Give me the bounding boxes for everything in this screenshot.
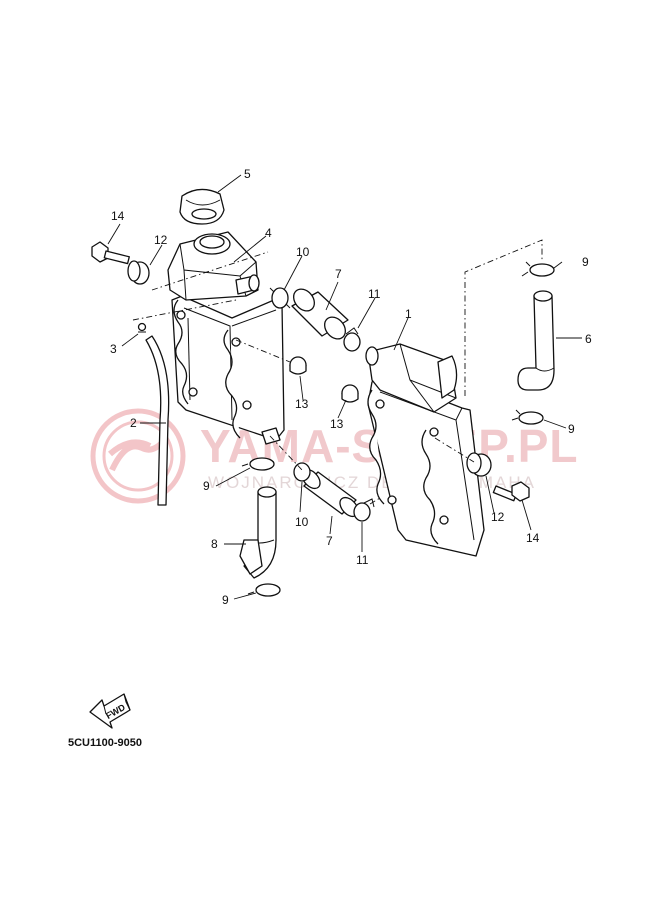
watermark-logo-icon [90,408,186,504]
callout-12-left: 12 [154,233,168,247]
clamp-9-mid-right [511,409,544,425]
callout-13-right: 13 [330,417,344,431]
callout-8: 8 [211,537,218,551]
callout-14-left: 14 [111,209,125,223]
watermark-subtitle: WOJNAROWICZ DEALER YAMAHA [208,473,536,492]
hose-8 [239,486,277,579]
hose-6 [517,290,555,391]
callout-10-lower: 10 [295,515,309,529]
callout-6: 6 [585,332,592,346]
clip [137,322,147,333]
callout-12-right: 12 [491,510,505,524]
callout-5: 5 [244,167,251,181]
forward-arrow-icon: FWD [89,693,131,729]
callout-9-top-right: 9 [582,255,589,269]
grommet-13-right [341,384,359,403]
right-radiator [365,343,485,557]
callout-11-upper: 11 [368,287,381,301]
clamp-upper-right [343,327,361,352]
hose-upper [291,288,349,340]
callout-9-left-upper: 9 [203,479,210,493]
callout-4: 4 [265,226,272,240]
callout-9-mid-right: 9 [568,422,575,436]
left-radiator [167,231,285,445]
callout-1: 1 [405,307,412,321]
grommet-left [127,260,150,285]
bolt-left [91,241,130,265]
callouts: 1 2 3 4 5 6 7 7 8 9 9 9 9 10 10 11 11 12… [110,167,592,607]
clamp-9-left-lower [247,583,281,597]
callout-9-left-lower: 9 [222,593,229,607]
overflow-hose [145,335,170,506]
assembly-lines [132,239,543,505]
clamp-9-left-upper [241,457,275,471]
clamp-9-top-right [521,261,555,277]
grommet-13-left [289,356,307,375]
diagram-code: 5CU1100-9050 [68,737,142,749]
callout-3: 3 [110,342,117,356]
callout-14-right: 14 [526,531,540,545]
clamp-lower-right [353,498,375,522]
clamp-upper-left [269,287,291,309]
callout-7-lower: 7 [326,534,333,548]
grommet-right [466,452,492,477]
callout-2: 2 [130,416,137,430]
callout-13-left: 13 [295,397,309,411]
callout-11-lower: 11 [356,553,369,567]
callout-7-upper: 7 [335,267,342,281]
bolt-right [492,481,530,502]
radiator-cap [179,188,225,225]
leader-lines [107,174,582,600]
clamp-lower-left [293,462,311,482]
callout-10-upper: 10 [296,245,310,259]
